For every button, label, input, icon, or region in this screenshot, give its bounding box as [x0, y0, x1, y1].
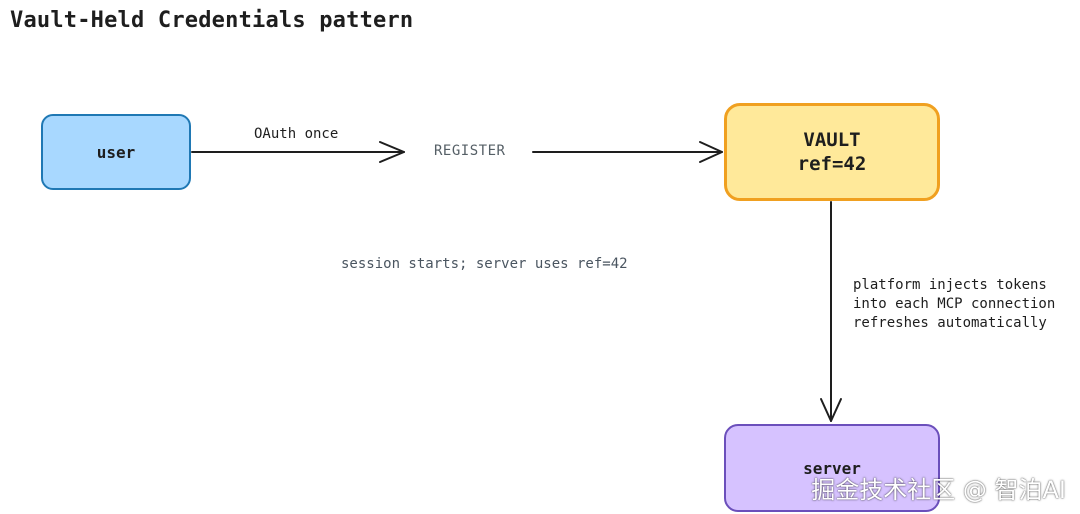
vault-node-title: VAULT [803, 129, 861, 151]
session-starts-label: session starts; server uses ref=42 [341, 256, 628, 272]
arrowhead-vault [699, 141, 723, 163]
register-label: REGISTER [434, 143, 506, 159]
vault-node: VAULT ref=42 [724, 103, 940, 201]
arrowhead-server [820, 398, 842, 422]
server-node: server [724, 424, 940, 512]
vault-node-ref: ref=42 [797, 153, 867, 175]
user-node: user [41, 114, 191, 190]
server-node-label: server [803, 458, 861, 478]
inject-line: refreshes automatically [853, 315, 1047, 331]
user-node-label: user [96, 142, 136, 162]
diagram-title: Vault-Held Credentials pattern [10, 8, 414, 33]
platform-injects-label: platform injects tokens into each MCP co… [853, 276, 1055, 333]
inject-line: into each MCP connection [853, 296, 1056, 312]
oauth-once-label: OAuth once [254, 126, 339, 142]
inject-line: platform injects tokens [853, 277, 1047, 293]
arrowhead-register [379, 141, 405, 163]
watermark: 掘金技术社区 @ 智泊AI [811, 476, 1066, 504]
